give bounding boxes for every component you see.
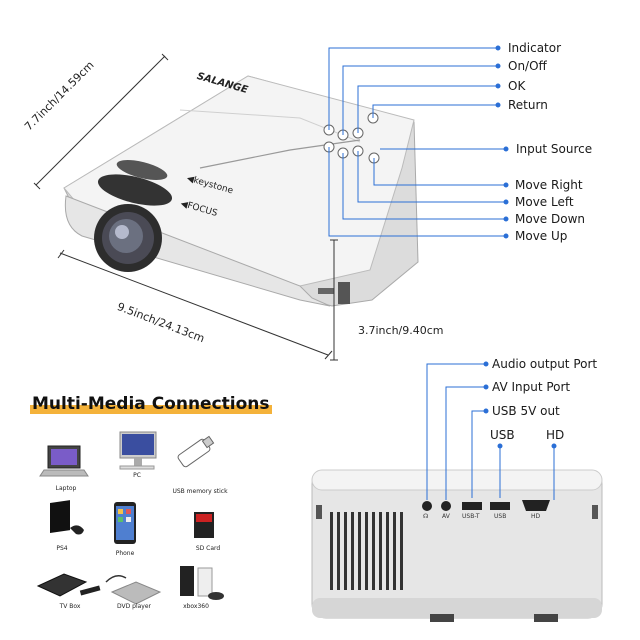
label-on-off: On/Off xyxy=(508,59,547,73)
port-caption-hd: HD xyxy=(531,513,541,520)
control-buttons xyxy=(323,112,380,164)
label-usb: USB xyxy=(490,428,515,442)
caption-usb-stick: USB memory stick xyxy=(172,488,228,495)
label-av-port: AV Input Port xyxy=(492,380,571,394)
multimedia-title: Multi-Media Connections xyxy=(30,394,272,414)
headphone-icon: ☊ xyxy=(423,513,429,520)
caption-xbox: xbox360 xyxy=(183,603,209,610)
label-move-right: Move Right xyxy=(515,178,583,192)
port-caption-av: AV xyxy=(442,513,450,520)
caption-tv-box: TV Box xyxy=(59,603,81,610)
caption-phone: Phone xyxy=(115,550,135,557)
focus-wheel xyxy=(97,160,173,206)
lens xyxy=(94,204,162,272)
label-input-source: Input Source xyxy=(516,142,593,156)
height-dimension: 3.7inch/9.40cm xyxy=(358,324,444,337)
caption-ps4: PS4 xyxy=(56,545,68,552)
label-return: Return xyxy=(508,98,548,112)
side-vents xyxy=(318,282,350,304)
caption-laptop: Laptop xyxy=(55,485,77,492)
label-indicator: Indicator xyxy=(508,41,562,55)
label-audio-port: Audio output Port xyxy=(492,357,598,371)
dimension-lines xyxy=(33,53,338,361)
label-hd: HD xyxy=(546,428,565,442)
callout-lines xyxy=(328,45,509,239)
label-ok: OK xyxy=(508,79,526,93)
caption-dvd-player: DVD player xyxy=(116,603,151,610)
label-move-down: Move Down xyxy=(515,212,585,226)
label-move-up: Move Up xyxy=(515,229,568,243)
port-caption-usb-t: USB-T xyxy=(462,513,480,520)
port-caption-usb: USB xyxy=(494,513,507,520)
label-move-left: Move Left xyxy=(515,195,574,209)
label-usb-5v: USB 5V out xyxy=(492,404,560,418)
caption-pc: PC xyxy=(133,472,141,479)
caption-sd-card: SD Card xyxy=(195,545,221,552)
